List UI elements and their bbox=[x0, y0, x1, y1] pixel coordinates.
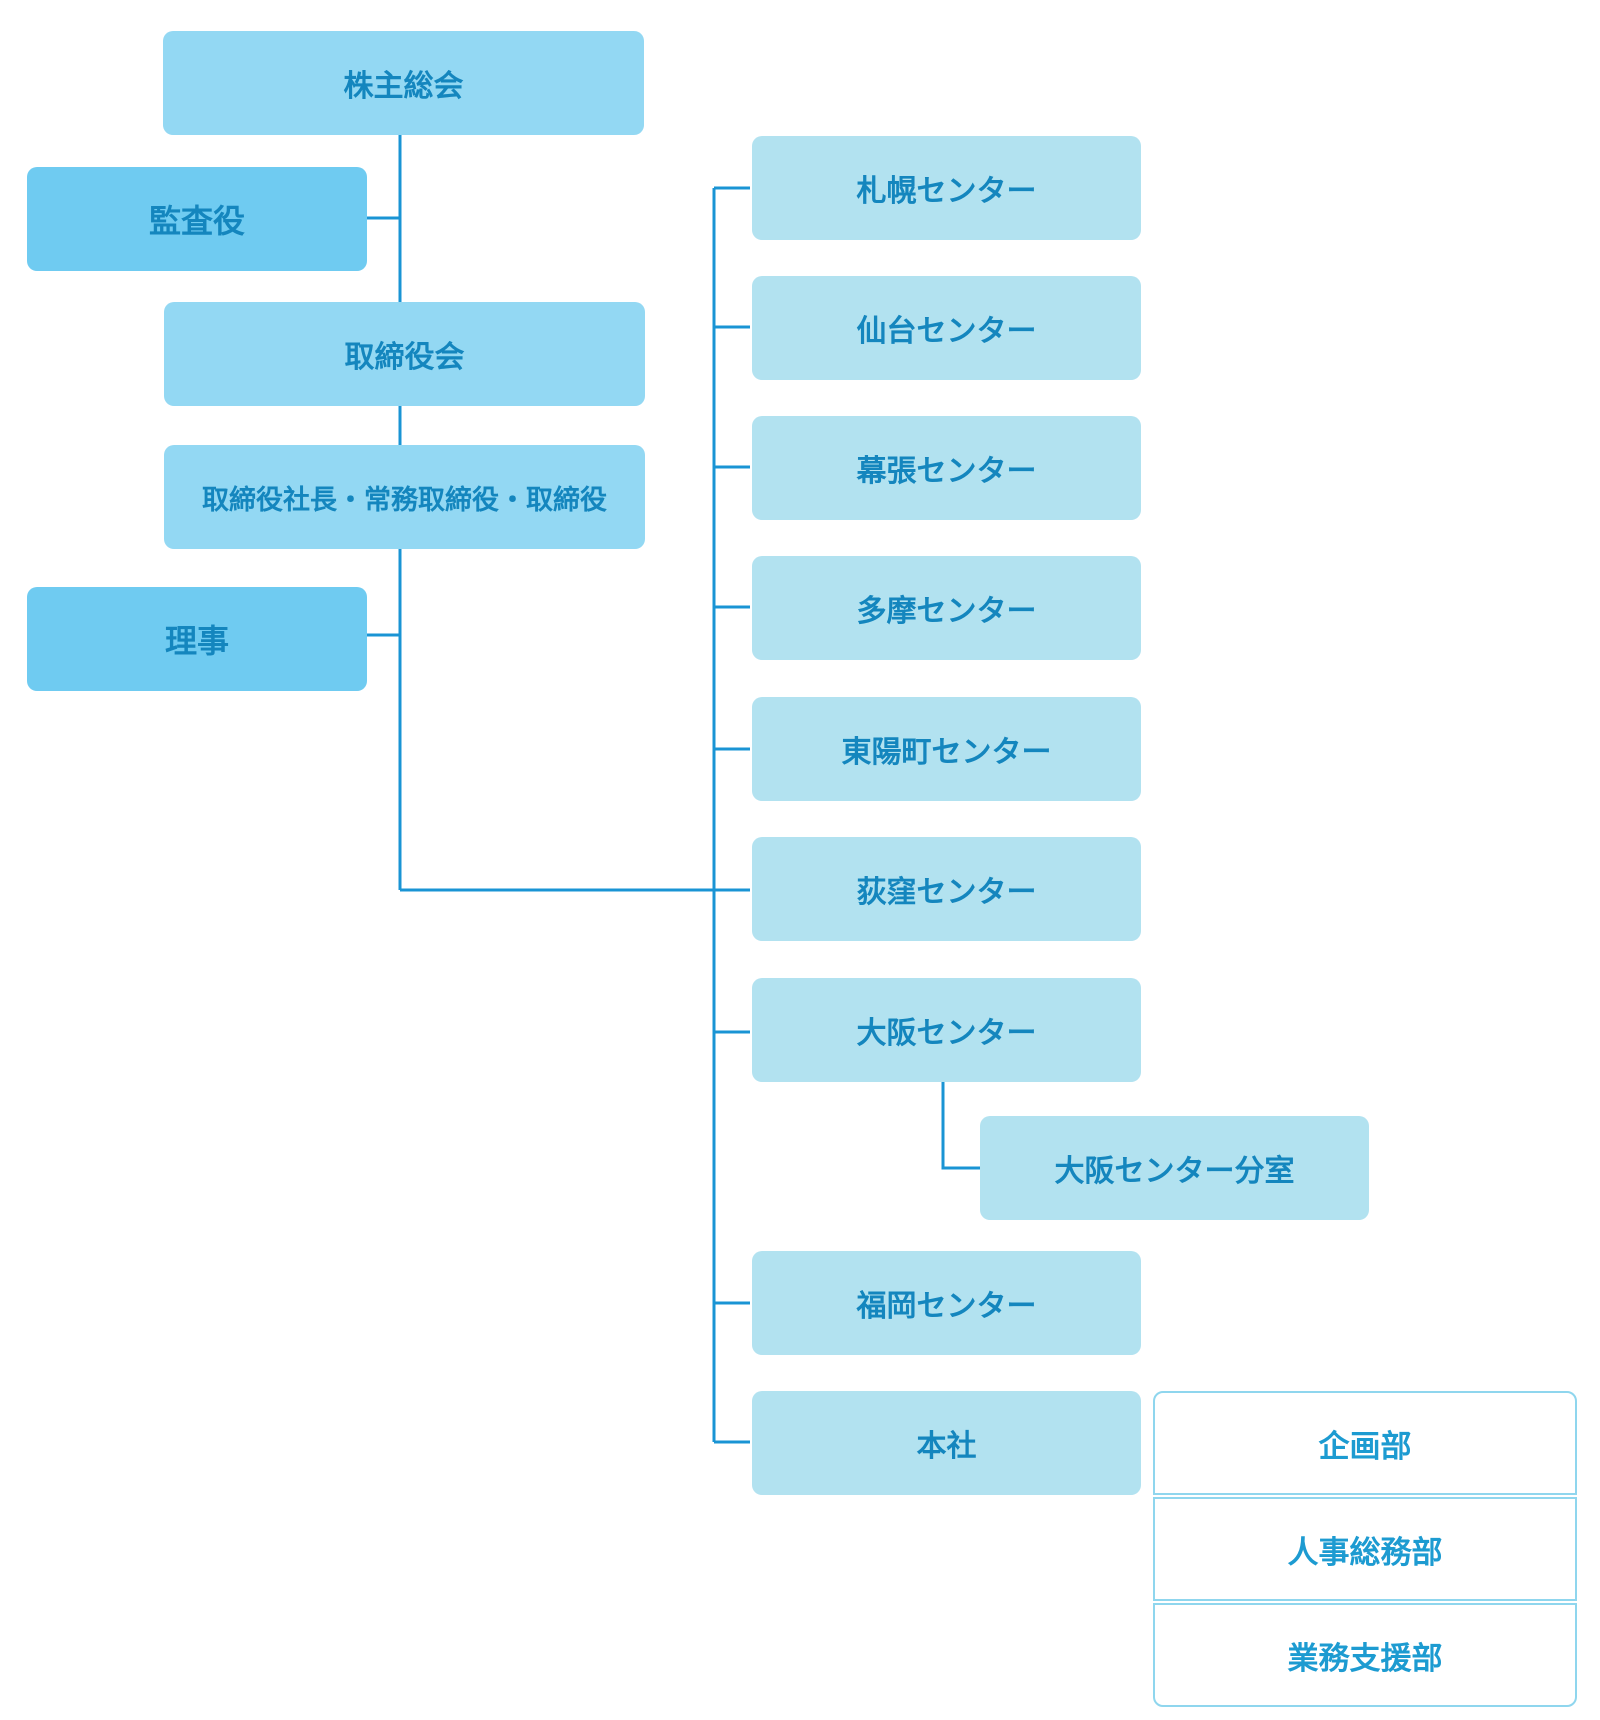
center-box: 幕張センター bbox=[752, 416, 1141, 520]
executives-label: 取締役社長・常務取締役・取締役 bbox=[202, 484, 607, 516]
directors-label: 理事 bbox=[164, 622, 229, 660]
directors-box: 理事 bbox=[27, 587, 367, 691]
center-box: 東陽町センター bbox=[752, 697, 1141, 801]
center-box: 福岡センター bbox=[752, 1251, 1141, 1355]
department-label: 企画部 bbox=[1318, 1428, 1412, 1465]
center-label: 福岡センター bbox=[856, 1289, 1037, 1324]
auditor-box: 監査役 bbox=[27, 167, 367, 271]
auditor-label: 監査役 bbox=[148, 202, 245, 240]
center-box: 大阪センター bbox=[752, 978, 1141, 1082]
center-label: 東陽町センター bbox=[841, 735, 1052, 770]
center-label: 札幌センター bbox=[856, 174, 1037, 209]
center-label: 幕張センター bbox=[856, 454, 1037, 489]
center-box: 仙台センター bbox=[752, 276, 1141, 380]
headquarters-label: 本社 bbox=[916, 1429, 977, 1464]
center-box: 荻窪センター bbox=[752, 837, 1141, 941]
board-label: 取締役会 bbox=[344, 340, 465, 375]
headquarters-box: 本社 bbox=[752, 1391, 1141, 1495]
shareholders-meeting-label: 株主総会 bbox=[343, 69, 464, 104]
department-box: 人事総務部 bbox=[1153, 1497, 1577, 1601]
center-box: 札幌センター bbox=[752, 136, 1141, 240]
center-label: 多摩センター bbox=[856, 594, 1037, 629]
center-box: 多摩センター bbox=[752, 556, 1141, 660]
center-label: 大阪センター bbox=[856, 1016, 1037, 1051]
shareholders-meeting-box: 株主総会 bbox=[163, 31, 644, 135]
department-box: 企画部 bbox=[1153, 1391, 1577, 1495]
osaka-branch-label: 大阪センター分室 bbox=[1054, 1154, 1295, 1189]
department-label: 人事総務部 bbox=[1287, 1534, 1443, 1571]
osaka-branch-line bbox=[941, 1082, 980, 1170]
executives-box: 取締役社長・常務取締役・取締役 bbox=[164, 445, 645, 549]
department-label: 業務支援部 bbox=[1287, 1640, 1443, 1677]
board-box: 取締役会 bbox=[164, 302, 645, 406]
osaka-branch-box: 大阪センター分室 bbox=[980, 1116, 1369, 1220]
center-label: 仙台センター bbox=[856, 314, 1037, 349]
department-box: 業務支援部 bbox=[1153, 1603, 1577, 1707]
center-label: 荻窪センター bbox=[856, 875, 1037, 910]
